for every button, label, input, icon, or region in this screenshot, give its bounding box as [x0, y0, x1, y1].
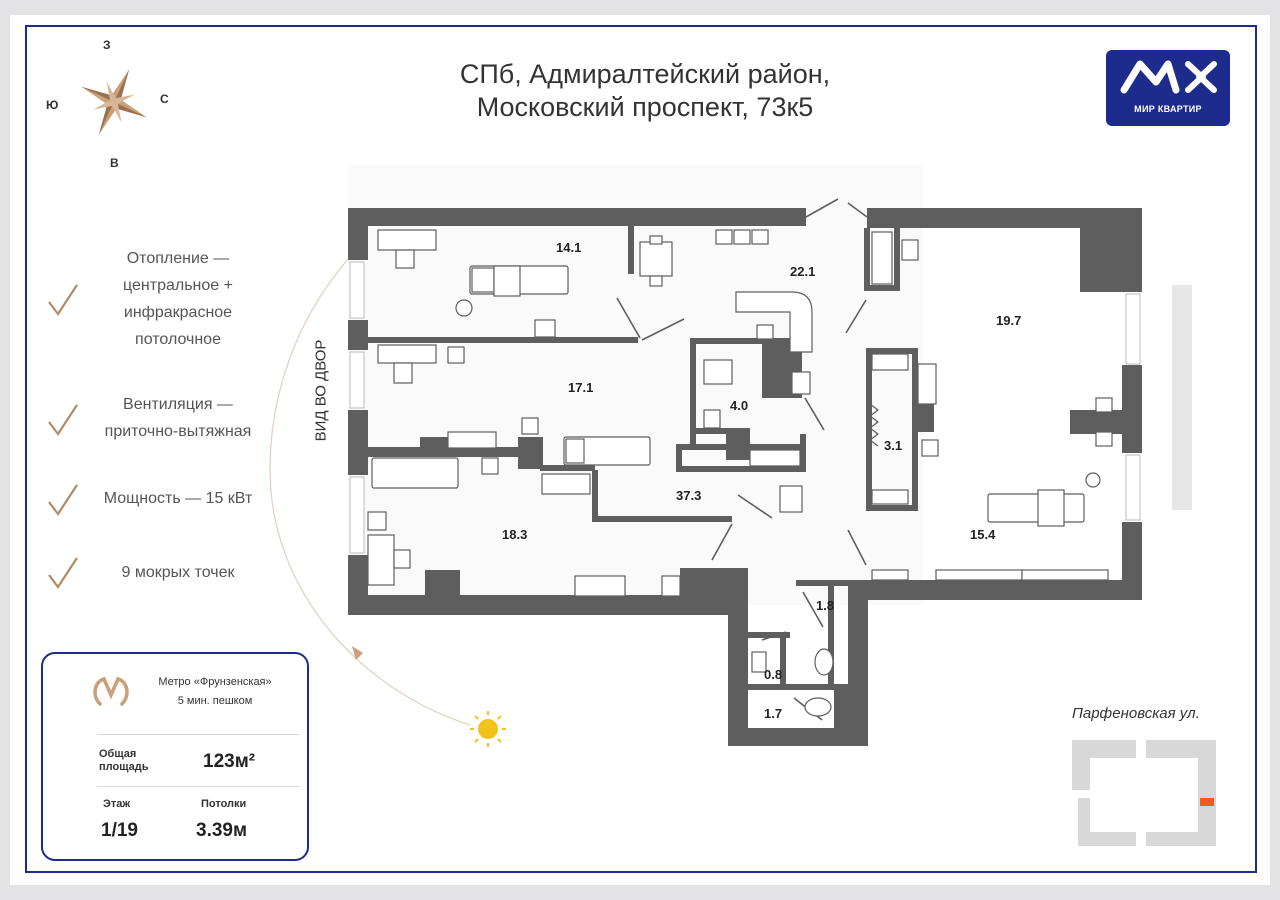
room-area-label: 18.3 [502, 527, 528, 542]
address-line-1: СПб, Адмиралтейский район, [459, 59, 831, 89]
divider [97, 786, 299, 787]
floor-value: 1/19 [101, 820, 138, 841]
metro-walk-time: 5 мин. пешком [177, 695, 253, 707]
checkmark-icon [48, 484, 78, 516]
building-location-map [1072, 740, 1216, 846]
room-area-label: 1.7 [764, 706, 783, 721]
logo-mark-icon [1120, 60, 1217, 94]
room-area-label: 0.8 [764, 667, 783, 682]
room-area-label: 1.8 [816, 598, 835, 613]
room-area-label: 37.3 [676, 488, 702, 503]
logo-text: МИР КВАРТИР [1134, 104, 1202, 114]
room-area-label: 4.0 [730, 398, 749, 413]
room-area-label: 17.1 [568, 380, 594, 395]
room-area-label: 14.1 [556, 240, 582, 255]
room-area-label: 15.4 [970, 527, 996, 542]
compass-south-label: В [110, 156, 119, 170]
compass-west-label: Ю [46, 98, 59, 112]
compass-rose-icon [81, 69, 147, 135]
area-value: 123м² [203, 751, 256, 772]
street-name: Парфеновская ул. [1072, 705, 1200, 722]
feature-heating: Отопление — центральное + инфракрасное п… [123, 250, 233, 348]
room-area-label: 3.1 [884, 438, 903, 453]
room-area-label: 19.7 [996, 313, 1022, 328]
checkmark-icon [48, 404, 78, 436]
compass-east-label: С [160, 92, 169, 106]
ceiling-value: 3.39м [196, 820, 248, 841]
view-direction-label: ВИД ВО ДВОР [312, 339, 330, 442]
property-info-box: Метро «Фрунзенская» 5 мин. пешком Общая … [41, 652, 309, 861]
feature-ventilation: Вентиляция — приточно-вытяжная [104, 396, 252, 440]
feature-power: Мощность — 15 кВт [103, 490, 253, 507]
company-logo: МИР КВАРТИР [1106, 50, 1230, 126]
checkmark-icon [48, 284, 78, 316]
compass-north-label: З [103, 38, 111, 52]
checkmark-icon [48, 557, 78, 589]
area-label: Общая площадь [99, 748, 149, 773]
address-title: СПб, Адмиралтейский район, Московский пр… [380, 58, 910, 124]
address-line-2: Московский проспект, 73к5 [476, 92, 814, 122]
building-highlight [1200, 798, 1214, 806]
ceiling-label: Потолки [201, 798, 247, 810]
metro-logo-icon [93, 676, 129, 706]
feature-wet-points: 9 мокрых точек [121, 564, 235, 581]
border-frame [25, 25, 1257, 873]
divider [97, 734, 299, 735]
room-area-label: 22.1 [790, 264, 816, 279]
floor-label: Этаж [103, 798, 131, 810]
metro-station: Метро «Фрунзенская» [158, 676, 272, 688]
